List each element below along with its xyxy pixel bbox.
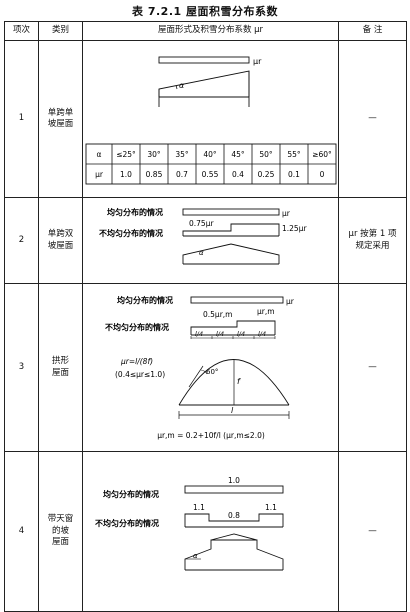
category-line: 带天窗 (47, 514, 74, 525)
table-row: 3 拱形屋面 均匀分布的情况 μr 0.5μr,m μr,m 不均匀分布的情况 (4, 283, 407, 452)
row-no: 3 (4, 283, 39, 452)
row-remarks: — (338, 283, 407, 452)
alpha-label: α (199, 249, 204, 257)
category-line: 坡屋面 (47, 240, 74, 251)
coef-alpha-value: 40° (203, 150, 217, 159)
mu-r-label: μr (253, 57, 262, 66)
f-label: f (237, 377, 241, 386)
mid-value: 0.8 (228, 511, 240, 520)
non-uniform-label: 不均匀分布的情况 (105, 322, 169, 332)
row-figure: μr α α μr ≤25° 1.0 30° 0.85 35° 0.7 40° 0.55 45° 0.… (82, 40, 339, 198)
skylight-roof-diagram: 1.0 均匀分布的情况 1.1 0.8 1.1 不均匀分布的情况 α (95, 476, 284, 571)
uniform-label: 均匀分布的情况 (103, 489, 159, 499)
coef-alpha-value: ≤25° (116, 150, 136, 159)
row-remarks: — (338, 40, 407, 198)
snow-distribution-table: 项次 类别 屋面形式及积雪分布系数 μr 备 注 1 单跨单坡屋面 μr α (4, 21, 407, 612)
non-uniform-label: 不均匀分布的情况 (95, 518, 159, 528)
row-figure: 均匀分布的情况 μr 0.75μr 不均匀分布的情况 1.25μr α (82, 197, 339, 284)
table-row: 4 带天窗的坡屋面 1.0 均匀分布的情况 1.1 0.8 1.1 不均匀分布的… (4, 451, 407, 612)
category-line: 单跨双 (47, 229, 74, 240)
uniform-label: 均匀分布的情况 (107, 207, 163, 217)
row-no: 1 (4, 40, 39, 198)
coef-alpha-header: α (97, 150, 102, 159)
coef-mu-value: 0.1 (288, 170, 300, 179)
side-left-value: 1.1 (193, 503, 205, 512)
header-form: 屋面形式及积雪分布系数 μr (82, 21, 339, 41)
row-no: 4 (4, 451, 39, 612)
coef-mu-header: μr (95, 170, 104, 179)
angle-label: 60° (206, 368, 218, 376)
mu-r-label: μr (286, 297, 295, 306)
table-row: 2 单跨双坡屋面 均匀分布的情况 μr 0.75μr 不均匀分布的情况 1.25… (4, 197, 407, 284)
coef-alpha-value: 50° (259, 150, 273, 159)
coef-mu-value: 1.0 (120, 170, 132, 179)
header-remarks: 备 注 (338, 21, 407, 41)
category-line: 单跨单 (47, 107, 74, 118)
coef-alpha-value: 55° (287, 150, 301, 159)
low-coef-label: 0.75μr (189, 219, 214, 228)
mu-r-label: μr (282, 209, 291, 218)
mu-rm-label: μr,m (257, 307, 275, 316)
category-line: 拱形 (51, 356, 69, 367)
coef-alpha-value: 45° (231, 150, 245, 159)
row-no: 2 (4, 197, 39, 284)
quarter-label: l/4 (237, 330, 245, 338)
remarks-line: 规定采用 (355, 240, 390, 251)
coef-table: α μr ≤25° 1.0 30° 0.85 35° 0.7 40° 0.55 45° 0.4 50° 0… (85, 143, 337, 185)
category-line: 的坡 (51, 525, 69, 536)
coef-mu-value: 0 (320, 170, 325, 179)
coef-alpha-value: 30° (147, 150, 161, 159)
category-line: 屋面 (51, 537, 69, 548)
quarter-label: l/4 (195, 330, 203, 338)
row-category: 带天窗的坡屋面 (38, 451, 83, 612)
quarter-label: l/4 (258, 330, 266, 338)
formula-range: (0.4≤μr≤1.0) (115, 370, 165, 379)
category-line: 屋面 (51, 367, 69, 378)
table-title: 表 7.2.1 屋面积雪分布系数 (132, 5, 278, 18)
header-row: 项次 类别 屋面形式及积雪分布系数 μr 备 注 (4, 21, 407, 41)
coef-alpha-value: 35° (175, 150, 189, 159)
coef-mu-value: 0.55 (202, 170, 219, 179)
alpha-label: α (193, 552, 198, 560)
header-no: 项次 (4, 21, 39, 41)
coef-alpha-value: ≥60° (312, 150, 332, 159)
row-category: 拱形屋面 (38, 283, 83, 452)
side-right-value: 1.1 (265, 503, 277, 512)
high-coef-label: 1.25μr (282, 224, 307, 233)
formula-mu-r: μr=l/(8f) (120, 357, 153, 366)
single-slope-diagram: μr α α μr ≤25° 1.0 30° 0.85 35° 0.7 40° 0.55 45° 0.… (85, 56, 337, 185)
row-category: 单跨双坡屋面 (38, 197, 83, 284)
row-remarks: μr 按第 1 项规定采用 (338, 197, 407, 284)
coef-mu-value: 0.25 (258, 170, 275, 179)
alpha-label: α (179, 81, 185, 90)
uniform-label: 均匀分布的情况 (117, 295, 173, 305)
coef-mu-value: 0.4 (232, 170, 244, 179)
non-uniform-label: 不均匀分布的情况 (99, 228, 163, 238)
category-line: 坡屋面 (47, 119, 74, 129)
header-category: 类别 (38, 21, 83, 41)
coef-mu-value: 0.85 (146, 170, 163, 179)
row-category: 单跨单坡屋面 (38, 40, 83, 198)
arch-roof-diagram: 均匀分布的情况 μr 0.5μr,m μr,m 不均匀分布的情况 l/4 (105, 295, 295, 440)
quarter-label: l/4 (216, 330, 224, 338)
coef-mu-value: 0.7 (176, 170, 188, 179)
uniform-value: 1.0 (228, 476, 240, 485)
double-slope-diagram: 均匀分布的情况 μr 0.75μr 不均匀分布的情况 1.25μr α (99, 207, 307, 265)
row-figure: 均匀分布的情况 μr 0.5μr,m μr,m 不均匀分布的情况 l/4 (82, 283, 339, 452)
half-mu-rm-label: 0.5μr,m (203, 310, 232, 319)
row-figure: 1.0 均匀分布的情况 1.1 0.8 1.1 不均匀分布的情况 α (82, 451, 339, 612)
formula-mu-rm: μr,m = 0.2+10f/l (μr,m≤2.0) (157, 431, 265, 440)
remarks-line: μr 按第 1 项 (348, 229, 397, 240)
l-label: l (231, 406, 234, 415)
row-remarks: — (338, 451, 407, 612)
